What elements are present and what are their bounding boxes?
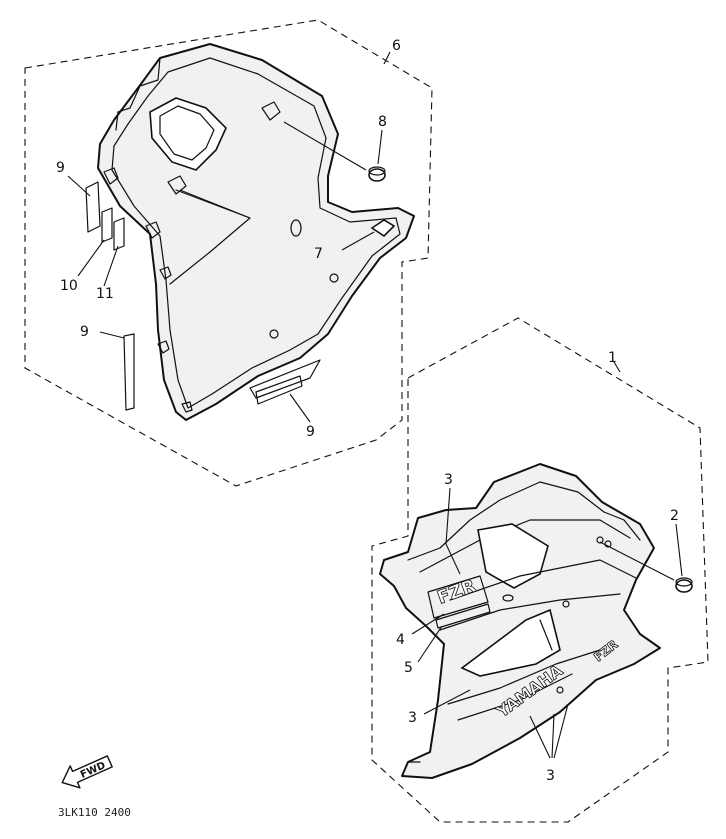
damper-7 bbox=[370, 219, 396, 238]
seal-strip-upper bbox=[85, 181, 101, 233]
callout-9-upper: 9 bbox=[56, 160, 65, 176]
callout-1: 1 bbox=[608, 350, 617, 366]
callout-3-bottom: 3 bbox=[546, 768, 555, 784]
callout-9-bottom: 9 bbox=[306, 424, 315, 440]
callout-5: 5 bbox=[404, 660, 413, 676]
callout-7: 7 bbox=[314, 246, 323, 262]
callout-3-top: 3 bbox=[444, 472, 453, 488]
pad-11 bbox=[113, 217, 125, 251]
grommet-8 bbox=[368, 166, 386, 182]
pad-10 bbox=[101, 207, 113, 243]
callout-8: 8 bbox=[378, 114, 387, 130]
callout-4: 4 bbox=[396, 632, 405, 648]
figure-code: 3LK110 2400 bbox=[58, 806, 131, 819]
group-boundary-upper bbox=[24, 19, 433, 487]
seal-strip-left bbox=[123, 333, 135, 411]
grommet-2 bbox=[675, 577, 693, 593]
group-boundary-lower bbox=[371, 317, 709, 823]
callout-11: 11 bbox=[96, 286, 114, 302]
inner-fairing-panel bbox=[97, 43, 415, 421]
callout-9-left: 9 bbox=[80, 324, 89, 340]
leader-lines bbox=[67, 51, 683, 759]
callout-3-mid: 3 bbox=[408, 710, 417, 726]
fwd-arrow-icon: FWD bbox=[61, 755, 113, 789]
callout-2: 2 bbox=[670, 508, 679, 524]
seal-strip-bottom bbox=[255, 375, 303, 405]
callout-6: 6 bbox=[392, 38, 401, 54]
callout-10: 10 bbox=[60, 278, 78, 294]
outer-fairing-cowling bbox=[379, 463, 661, 779]
